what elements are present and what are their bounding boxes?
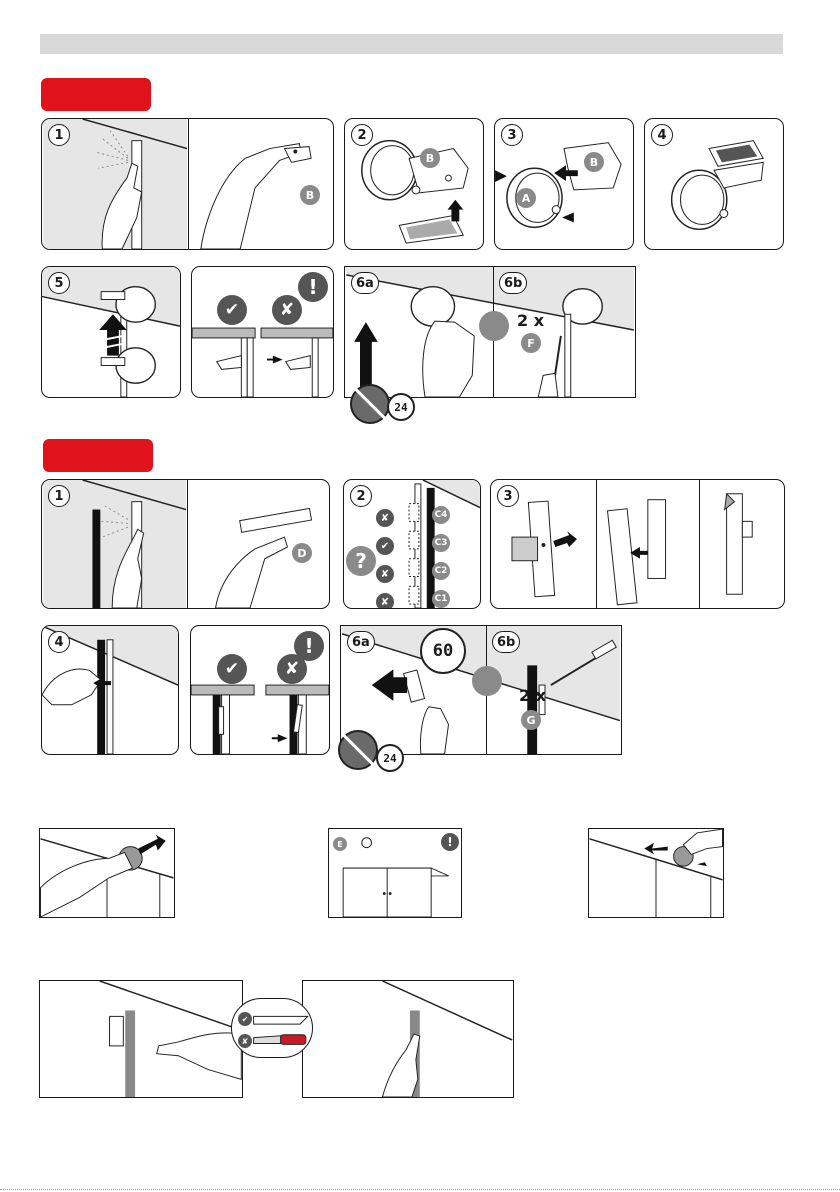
part-label-e: E [333,837,347,851]
section-tab-1 [41,78,151,111]
question-icon: ? [346,546,376,576]
tool-tip-lens: ✔ ✘ [231,998,313,1058]
step-number-4: 4 [48,631,70,653]
part-label-b: B [584,152,604,172]
position-label-c4: C4 [432,506,450,524]
timer-icon: 24 [387,393,415,421]
position-mark-c4: ✘ [376,509,394,527]
step-number-5: 5 [48,272,70,294]
marker-dot [472,666,502,696]
part-label-a: A [516,188,536,208]
reattach-knob-illustration [589,829,723,917]
panel-1-5-check-alignment: ! ✔ ✘ [191,266,334,398]
cross-icon: ✘ [277,654,307,684]
panel-1-6-press-and-screw: 6a 6b 2 x F [344,266,636,398]
panel-removal-2: E ! [328,828,462,918]
marker-dot [479,311,509,341]
cleaning-illustration-2 [42,480,329,608]
strip-attach-illustration [491,480,784,608]
step-number-6a: 6a [351,272,379,294]
panel-2-3-attach-strips: 3 [490,479,785,609]
footer-line [0,1189,840,1190]
step-number-1: 1 [48,485,70,507]
timer-icon: 60 [420,628,466,674]
clean-residue-illustration [303,981,513,1097]
position-mark-c3: ✔ [376,537,394,555]
step-number-6a: 6a [347,631,375,653]
peel-strip-illustration [40,981,242,1097]
position-mark-c1: ✘ [376,593,394,609]
no-touch-icon [350,384,390,424]
panel-2-2-choose-position: 2 ? ✘ ✔ ✘ ✘ C4 C3 C2 C1 [343,479,481,609]
step-number-4: 4 [651,124,673,146]
panel-removal-1 [39,828,175,918]
step-number-3: 3 [501,124,523,146]
position-label-c1: C1 [432,590,450,608]
step-number-2: 2 [351,124,373,146]
position-label-c2: C2 [432,562,450,580]
panel-1-3-join-parts: 3 A B [494,118,634,250]
remove-knob-illustration [40,829,174,917]
panel-1-5-position-knob: 5 [41,266,181,398]
knife-comparison-illustration [232,999,312,1057]
panel-1-1-clean-surface: 1 B [41,118,334,250]
panel-1-4-assembled-knob: 4 [644,118,784,250]
cross-icon: ✘ [272,295,302,325]
part-label-b: B [420,148,440,168]
header-bar [40,34,783,54]
warning-icon: ! [298,272,328,302]
panel-2-6-press-and-screw: 6a 6b 2 x G [340,625,622,755]
part-label-f: F [521,333,541,353]
cross-icon: ✘ [238,1034,252,1048]
position-mark-c2: ✘ [376,565,394,583]
part-label-g: G [521,710,541,730]
section-tab-2 [43,439,153,472]
panel-removal-3 [588,828,724,918]
screw-count: 2 x [517,311,544,330]
timer-icon: 24 [376,744,404,772]
position-label-c3: C3 [432,534,450,552]
check-icon: ✔ [238,1012,252,1026]
step-number-3: 3 [497,485,519,507]
step-number-6b: 6b [499,272,527,294]
step-number-1: 1 [48,124,70,146]
check-icon: ✔ [217,295,247,325]
panel-2-4-check-alignment: ! ✔ ✘ [190,625,330,755]
screw-count: 2 x [519,686,546,705]
panel-2-1-clean-surface: 1 D [41,479,330,609]
step-number-6b: 6b [492,631,520,653]
panel-bottom-2-clean [302,980,514,1098]
no-touch-icon [338,730,378,770]
check-icon: ✔ [217,654,247,684]
panel-1-2-remove-liner: 2 B [344,118,484,250]
warning-icon: ! [441,833,459,851]
part-label-b: B [300,185,320,205]
panel-bottom-1-peel [39,980,243,1098]
step-number-2: 2 [350,485,372,507]
part-label-d: D [292,543,312,563]
panel-2-4-position-strip: 4 [41,625,179,755]
